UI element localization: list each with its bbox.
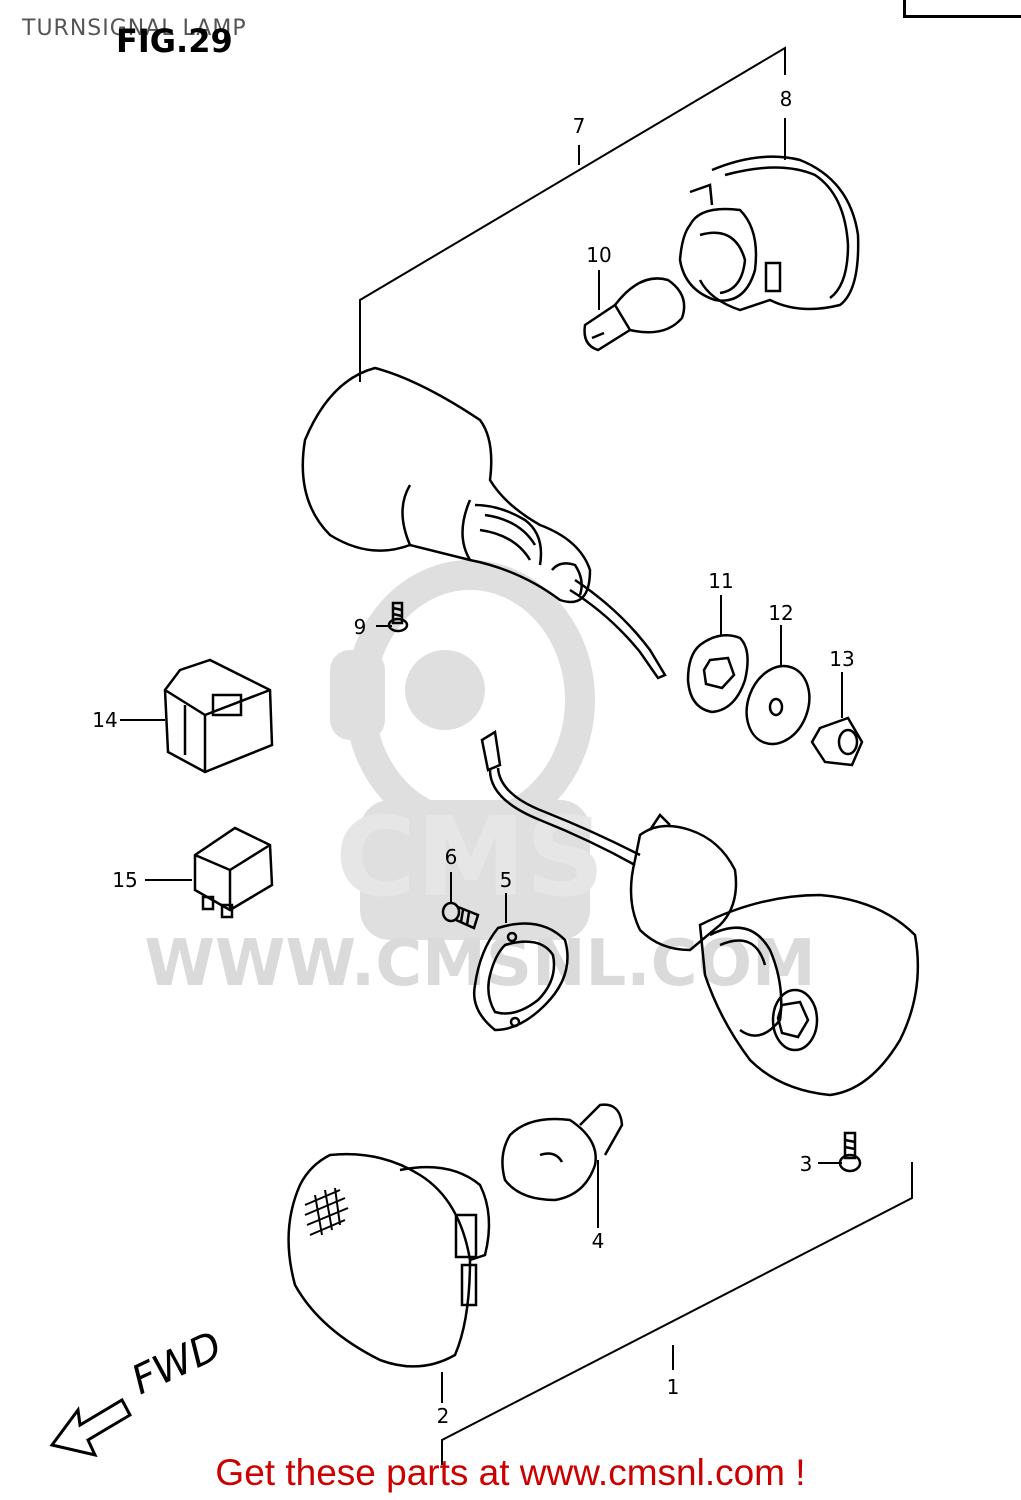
- part-13-nut: [810, 716, 864, 767]
- bracket-rear: [359, 46, 786, 382]
- part-15-flasher: [193, 826, 274, 919]
- bracket-front: [441, 1162, 913, 1465]
- watermark-brand: CMS: [335, 793, 604, 921]
- callout-3: 3: [800, 1152, 813, 1176]
- part-8-rear-lens: [678, 155, 860, 312]
- part-7-rear-lamp: [301, 366, 667, 680]
- callout-8: 8: [780, 87, 793, 111]
- callout-1: 1: [667, 1375, 680, 1399]
- callout-14: 14: [92, 708, 117, 732]
- part-10-bulb: [583, 277, 686, 352]
- callout-13: 13: [829, 647, 854, 671]
- part-3-screw: [838, 1131, 862, 1173]
- part-11-plate: [686, 633, 749, 714]
- promo-link[interactable]: Get these parts at www.cmsnl.com !: [215, 1452, 806, 1493]
- part-9-screw: [387, 601, 409, 633]
- callout-15: 15: [112, 868, 137, 892]
- lens-grid: [304, 1187, 349, 1236]
- arrow-left-icon: [49, 1397, 132, 1458]
- figure-number: FIG.29: [116, 22, 233, 60]
- part-6-screw: [441, 901, 480, 930]
- callout-11: 11: [708, 569, 733, 593]
- part-1-front-lamp-housing: [480, 729, 920, 1097]
- part-5-gasket: [472, 922, 569, 1032]
- callout-4: 4: [592, 1229, 605, 1253]
- callout-6: 6: [445, 845, 458, 869]
- callout-7: 7: [573, 114, 586, 138]
- part-12-washer: [745, 664, 811, 746]
- fwd-label: FWD: [125, 1323, 229, 1404]
- callout-12: 12: [768, 601, 793, 625]
- page-title: TURNSIGNAL LAMP: [22, 16, 247, 41]
- callout-10: 10: [586, 243, 611, 267]
- callout-2: 2: [437, 1404, 450, 1428]
- corner-box: [903, 0, 1021, 18]
- part-2-front-lens: [287, 1152, 491, 1368]
- callout-9: 9: [354, 615, 367, 639]
- part-4-bulb: [501, 1103, 624, 1202]
- part-14-relay: [163, 658, 274, 774]
- callout-5: 5: [500, 868, 513, 892]
- watermark: CMS WWW.CMSNL.COM: [144, 560, 816, 1001]
